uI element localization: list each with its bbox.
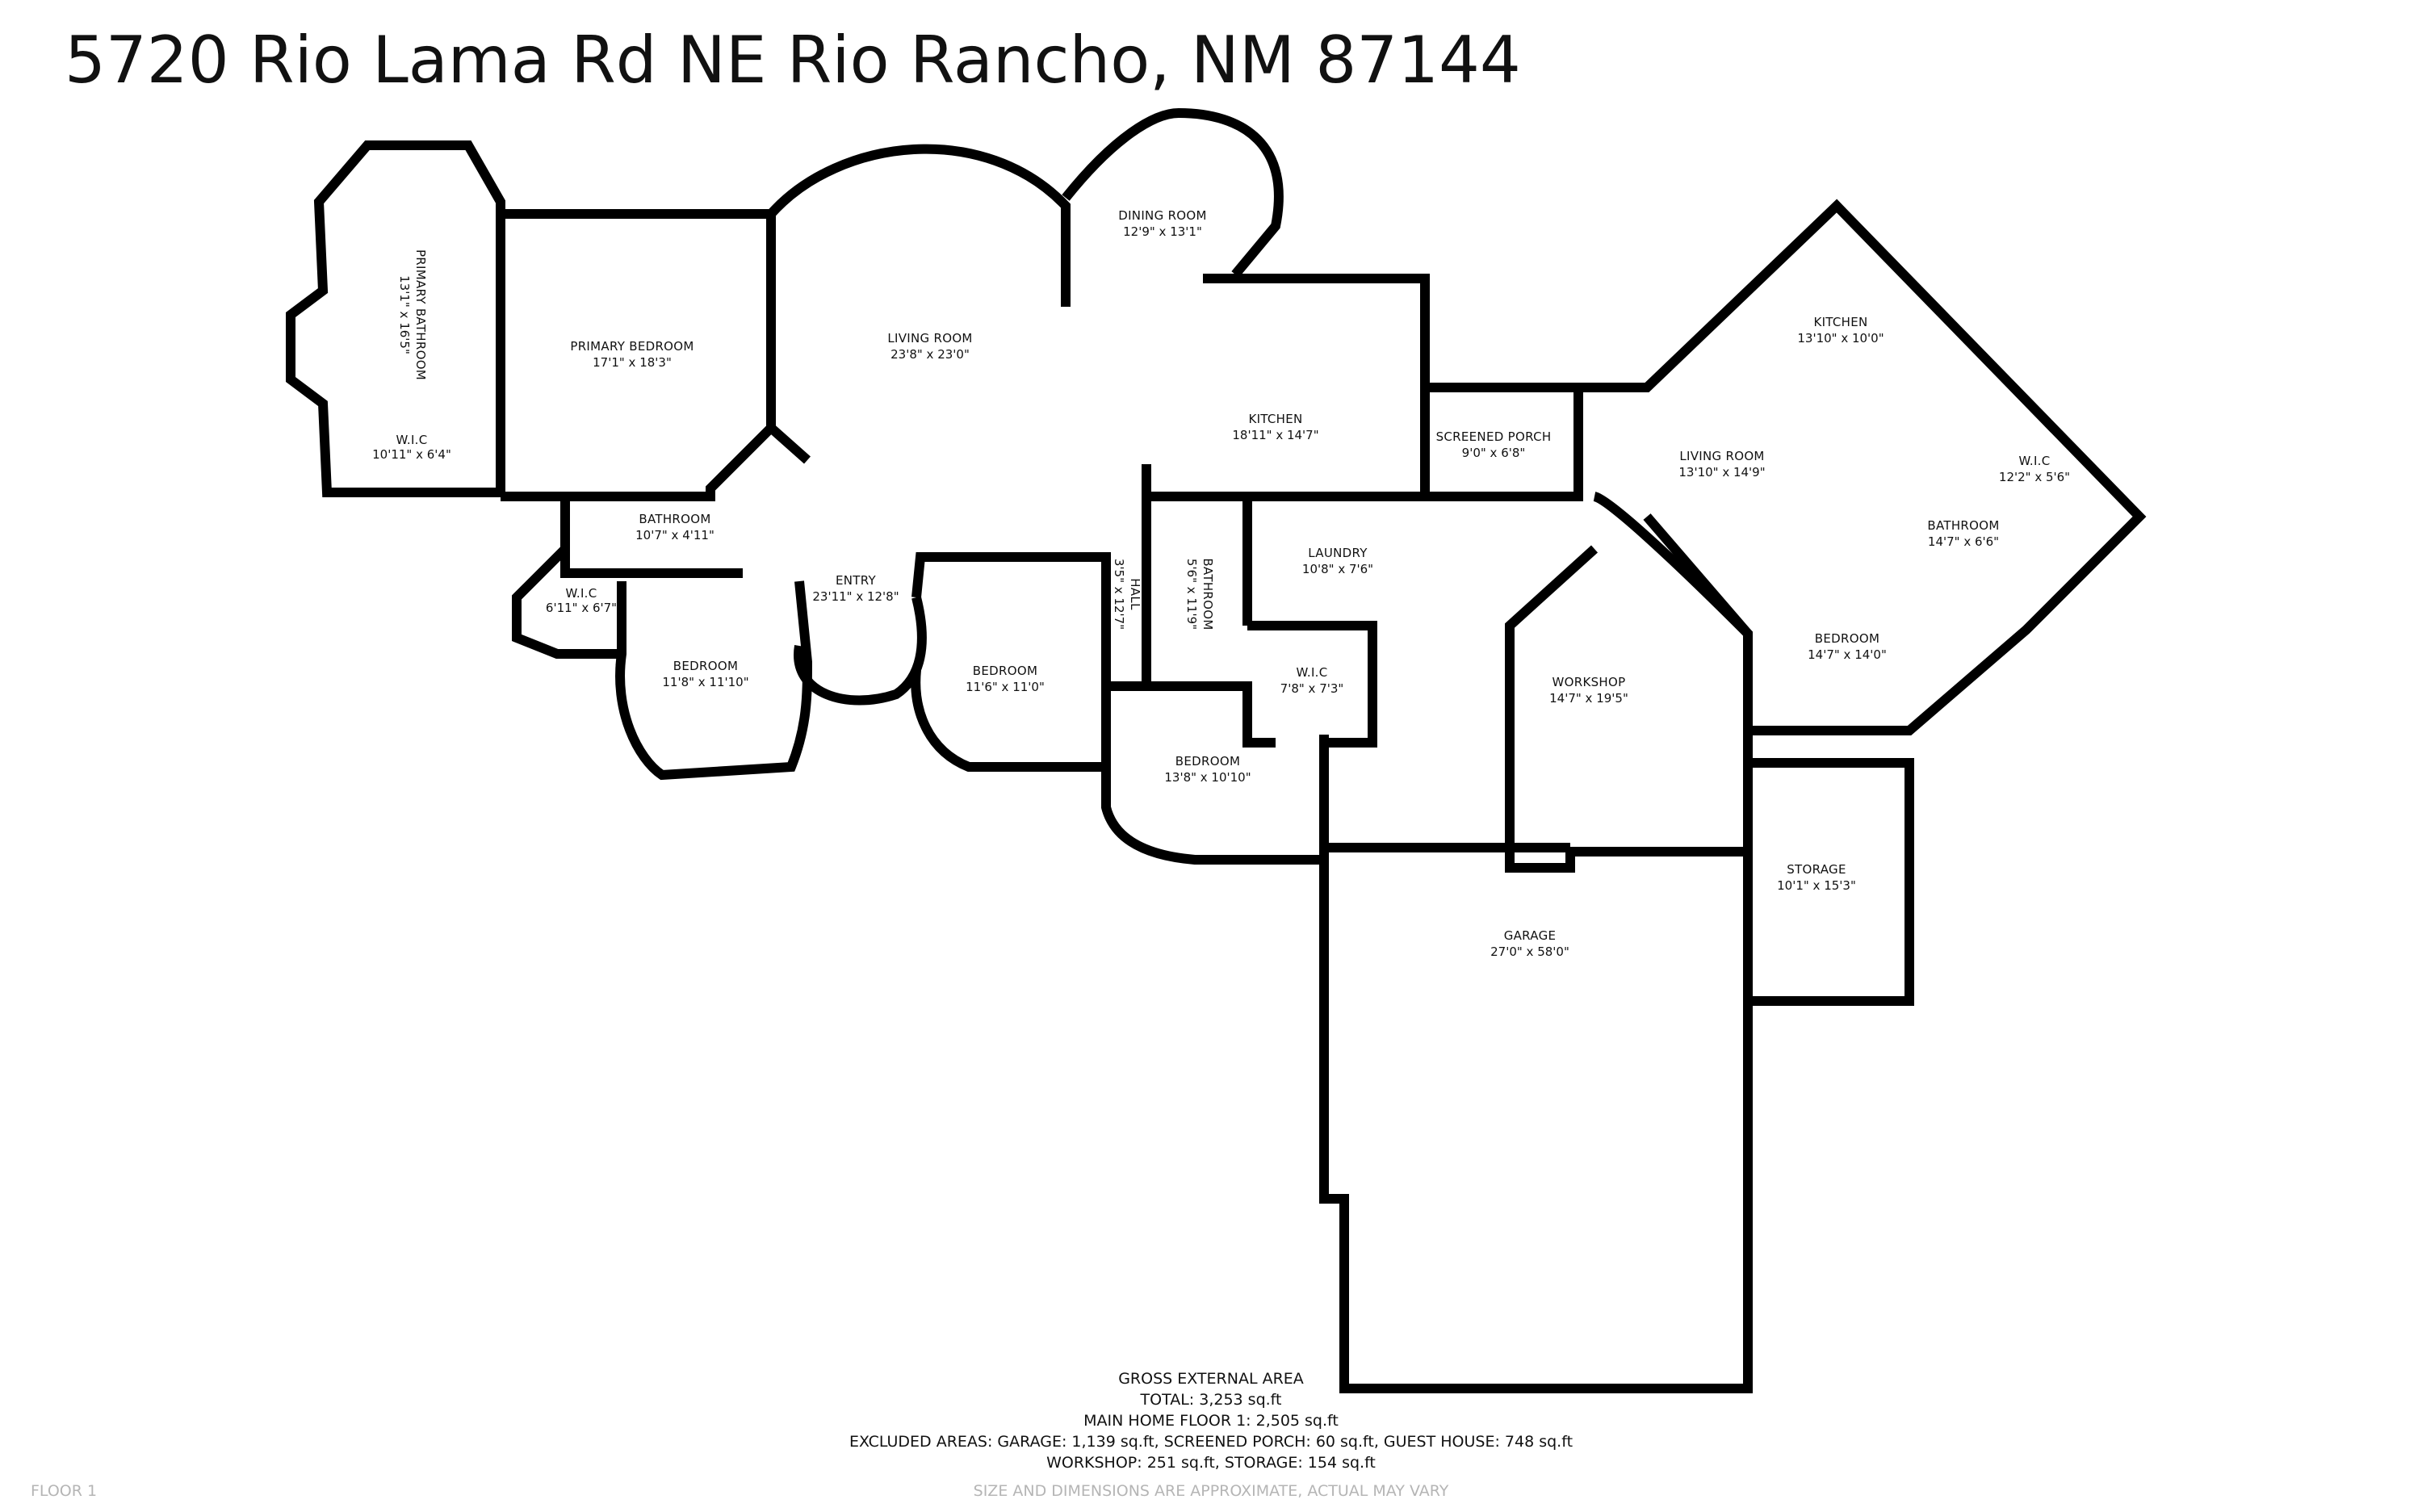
room-name: DINING ROOM xyxy=(1118,208,1207,223)
room-dim: 5'6" x 11'9" xyxy=(1184,559,1199,630)
room-dim: 14'7" x 14'0" xyxy=(1808,647,1887,662)
room-dim: 17'1" x 18'3" xyxy=(593,355,672,370)
room-name: HALL xyxy=(1128,578,1142,610)
room-name: W.I.C xyxy=(565,586,597,601)
room-name: PRIMARY BATHROOM xyxy=(413,249,428,380)
disclaimer: SIZE AND DIMENSIONS ARE APPROXIMATE, ACT… xyxy=(973,1482,1449,1500)
area-summary: GROSS EXTERNAL AREA TOTAL: 3,253 sq.ft M… xyxy=(0,1368,2422,1473)
room-dim: 14'7" x 6'6" xyxy=(1928,534,1999,549)
room-dim: 11'6" x 11'0" xyxy=(966,680,1045,694)
room-label-screened-porch: SCREENED PORCH 9'0" x 6'8" xyxy=(1436,429,1552,460)
room-dim: 10'7" x 4'11" xyxy=(635,528,714,542)
room-label-primary-bathroom: PRIMARY BATHROOM 13'1" x 16'5" xyxy=(397,249,428,380)
walls xyxy=(286,107,2147,1393)
room-label-hall: HALL 3'5" x 12'7" xyxy=(1112,559,1142,630)
room-name: BEDROOM xyxy=(973,664,1037,678)
room-dim: 23'11" x 12'8" xyxy=(812,589,899,604)
room-label-wic-1: W.I.C 10'11" x 6'4" xyxy=(372,433,451,462)
room-label-guest-living-room: LIVING ROOM 13'10" x 14'9" xyxy=(1678,449,1765,480)
room-name: LIVING ROOM xyxy=(1679,449,1764,463)
room-label-bedroom-3: BEDROOM 13'8" x 10'10" xyxy=(1164,754,1251,785)
room-name: ENTRY xyxy=(836,573,877,588)
room-label-garage: GARAGE 27'0" x 58'0" xyxy=(1490,928,1569,959)
room-label-bedroom-1: BEDROOM 11'8" x 11'10" xyxy=(662,659,748,689)
room-label-entry: ENTRY 23'11" x 12'8" xyxy=(812,573,899,604)
room-label-living-room: LIVING ROOM 23'8" x 23'0" xyxy=(887,331,972,362)
room-dim: 27'0" x 58'0" xyxy=(1490,944,1569,959)
room-dim: 13'8" x 10'10" xyxy=(1164,770,1251,785)
room-label-bedroom-2: BEDROOM 11'6" x 11'0" xyxy=(966,664,1045,694)
property-address-title: 5720 Rio Lama Rd NE Rio Rancho, NM 87144 xyxy=(65,23,1521,98)
room-name: KITCHEN xyxy=(1813,315,1867,329)
area-main: MAIN HOME FLOOR 1: 2,505 sq.ft xyxy=(1083,1412,1339,1430)
room-label-dining-room: DINING ROOM 12'9" x 13'1" xyxy=(1118,208,1207,239)
room-dim: 6'11" x 6'7" xyxy=(546,601,617,615)
room-name: GARAGE xyxy=(1504,928,1557,943)
room-name: BATHROOM xyxy=(1927,518,1999,533)
area-workshop: WORKSHOP: 251 sq.ft, STORAGE: 154 sq.ft xyxy=(1046,1454,1376,1472)
area-excluded: EXCLUDED AREAS: GARAGE: 1,139 sq.ft, SCR… xyxy=(849,1433,1573,1451)
room-name: W.I.C xyxy=(1296,665,1327,680)
room-labels: PRIMARY BATHROOM 13'1" x 16'5" PRIMARY B… xyxy=(372,208,2070,959)
room-label-wic-2: W.I.C 6'11" x 6'7" xyxy=(546,586,617,615)
room-label-storage: STORAGE 10'1" x 15'3" xyxy=(1777,862,1856,893)
room-dim: 13'10" x 10'0" xyxy=(1797,331,1884,346)
room-dim: 10'11" x 6'4" xyxy=(372,447,451,462)
room-label-kitchen: KITCHEN 18'11" x 14'7" xyxy=(1232,412,1318,442)
area-heading: GROSS EXTERNAL AREA xyxy=(1118,1370,1304,1388)
room-dim: 10'1" x 15'3" xyxy=(1777,878,1856,893)
room-dim: 11'8" x 11'10" xyxy=(662,675,748,689)
room-dim: 7'8" x 7'3" xyxy=(1280,681,1344,696)
room-dim: 13'1" x 16'5" xyxy=(397,275,412,354)
room-name: PRIMARY BEDROOM xyxy=(570,339,693,354)
room-dim: 9'0" x 6'8" xyxy=(1462,446,1526,460)
room-name: W.I.C xyxy=(2018,454,2050,468)
room-name: STORAGE xyxy=(1787,862,1846,877)
room-dim: 18'11" x 14'7" xyxy=(1232,428,1318,442)
room-name: BATHROOM xyxy=(639,512,710,526)
room-name: BEDROOM xyxy=(1815,631,1879,646)
room-name: LAUNDRY xyxy=(1308,546,1368,560)
room-label-wic-3: W.I.C 7'8" x 7'3" xyxy=(1280,665,1344,696)
room-name: BATHROOM xyxy=(1201,558,1215,630)
room-name: LIVING ROOM xyxy=(887,331,972,346)
room-dim: 10'8" x 7'6" xyxy=(1302,562,1373,576)
room-label-guest-bathroom: BATHROOM 14'7" x 6'6" xyxy=(1927,518,1999,549)
room-dim: 12'2" x 5'6" xyxy=(1999,470,2070,484)
floor-label: FLOOR 1 xyxy=(31,1482,98,1500)
room-label-workshop: WORKSHOP 14'7" x 19'5" xyxy=(1549,675,1628,706)
room-label-laundry: LAUNDRY 10'8" x 7'6" xyxy=(1302,546,1373,576)
room-label-bathroom-1: BATHROOM 10'7" x 4'11" xyxy=(635,512,714,542)
room-dim: 23'8" x 23'0" xyxy=(890,347,970,362)
room-dim: 13'10" x 14'9" xyxy=(1678,465,1765,480)
room-label-guest-bedroom: BEDROOM 14'7" x 14'0" xyxy=(1808,631,1887,662)
room-label-bathroom-2: BATHROOM 5'6" x 11'9" xyxy=(1184,558,1215,630)
room-name: BEDROOM xyxy=(1175,754,1240,769)
room-name: WORKSHOP xyxy=(1553,675,1626,689)
room-name: KITCHEN xyxy=(1248,412,1302,426)
area-total: TOTAL: 3,253 sq.ft xyxy=(1140,1391,1282,1409)
room-dim: 12'9" x 13'1" xyxy=(1123,224,1202,239)
room-name: SCREENED PORCH xyxy=(1436,429,1552,444)
room-label-guest-kitchen: KITCHEN 13'10" x 10'0" xyxy=(1797,315,1884,346)
room-name: BEDROOM xyxy=(673,659,738,673)
room-name: W.I.C xyxy=(396,433,427,447)
room-dim: 14'7" x 19'5" xyxy=(1549,691,1628,706)
room-label-primary-bedroom: PRIMARY BEDROOM 17'1" x 18'3" xyxy=(570,339,693,370)
room-dim: 3'5" x 12'7" xyxy=(1112,559,1126,630)
room-label-guest-wic: W.I.C 12'2" x 5'6" xyxy=(1999,454,2070,484)
